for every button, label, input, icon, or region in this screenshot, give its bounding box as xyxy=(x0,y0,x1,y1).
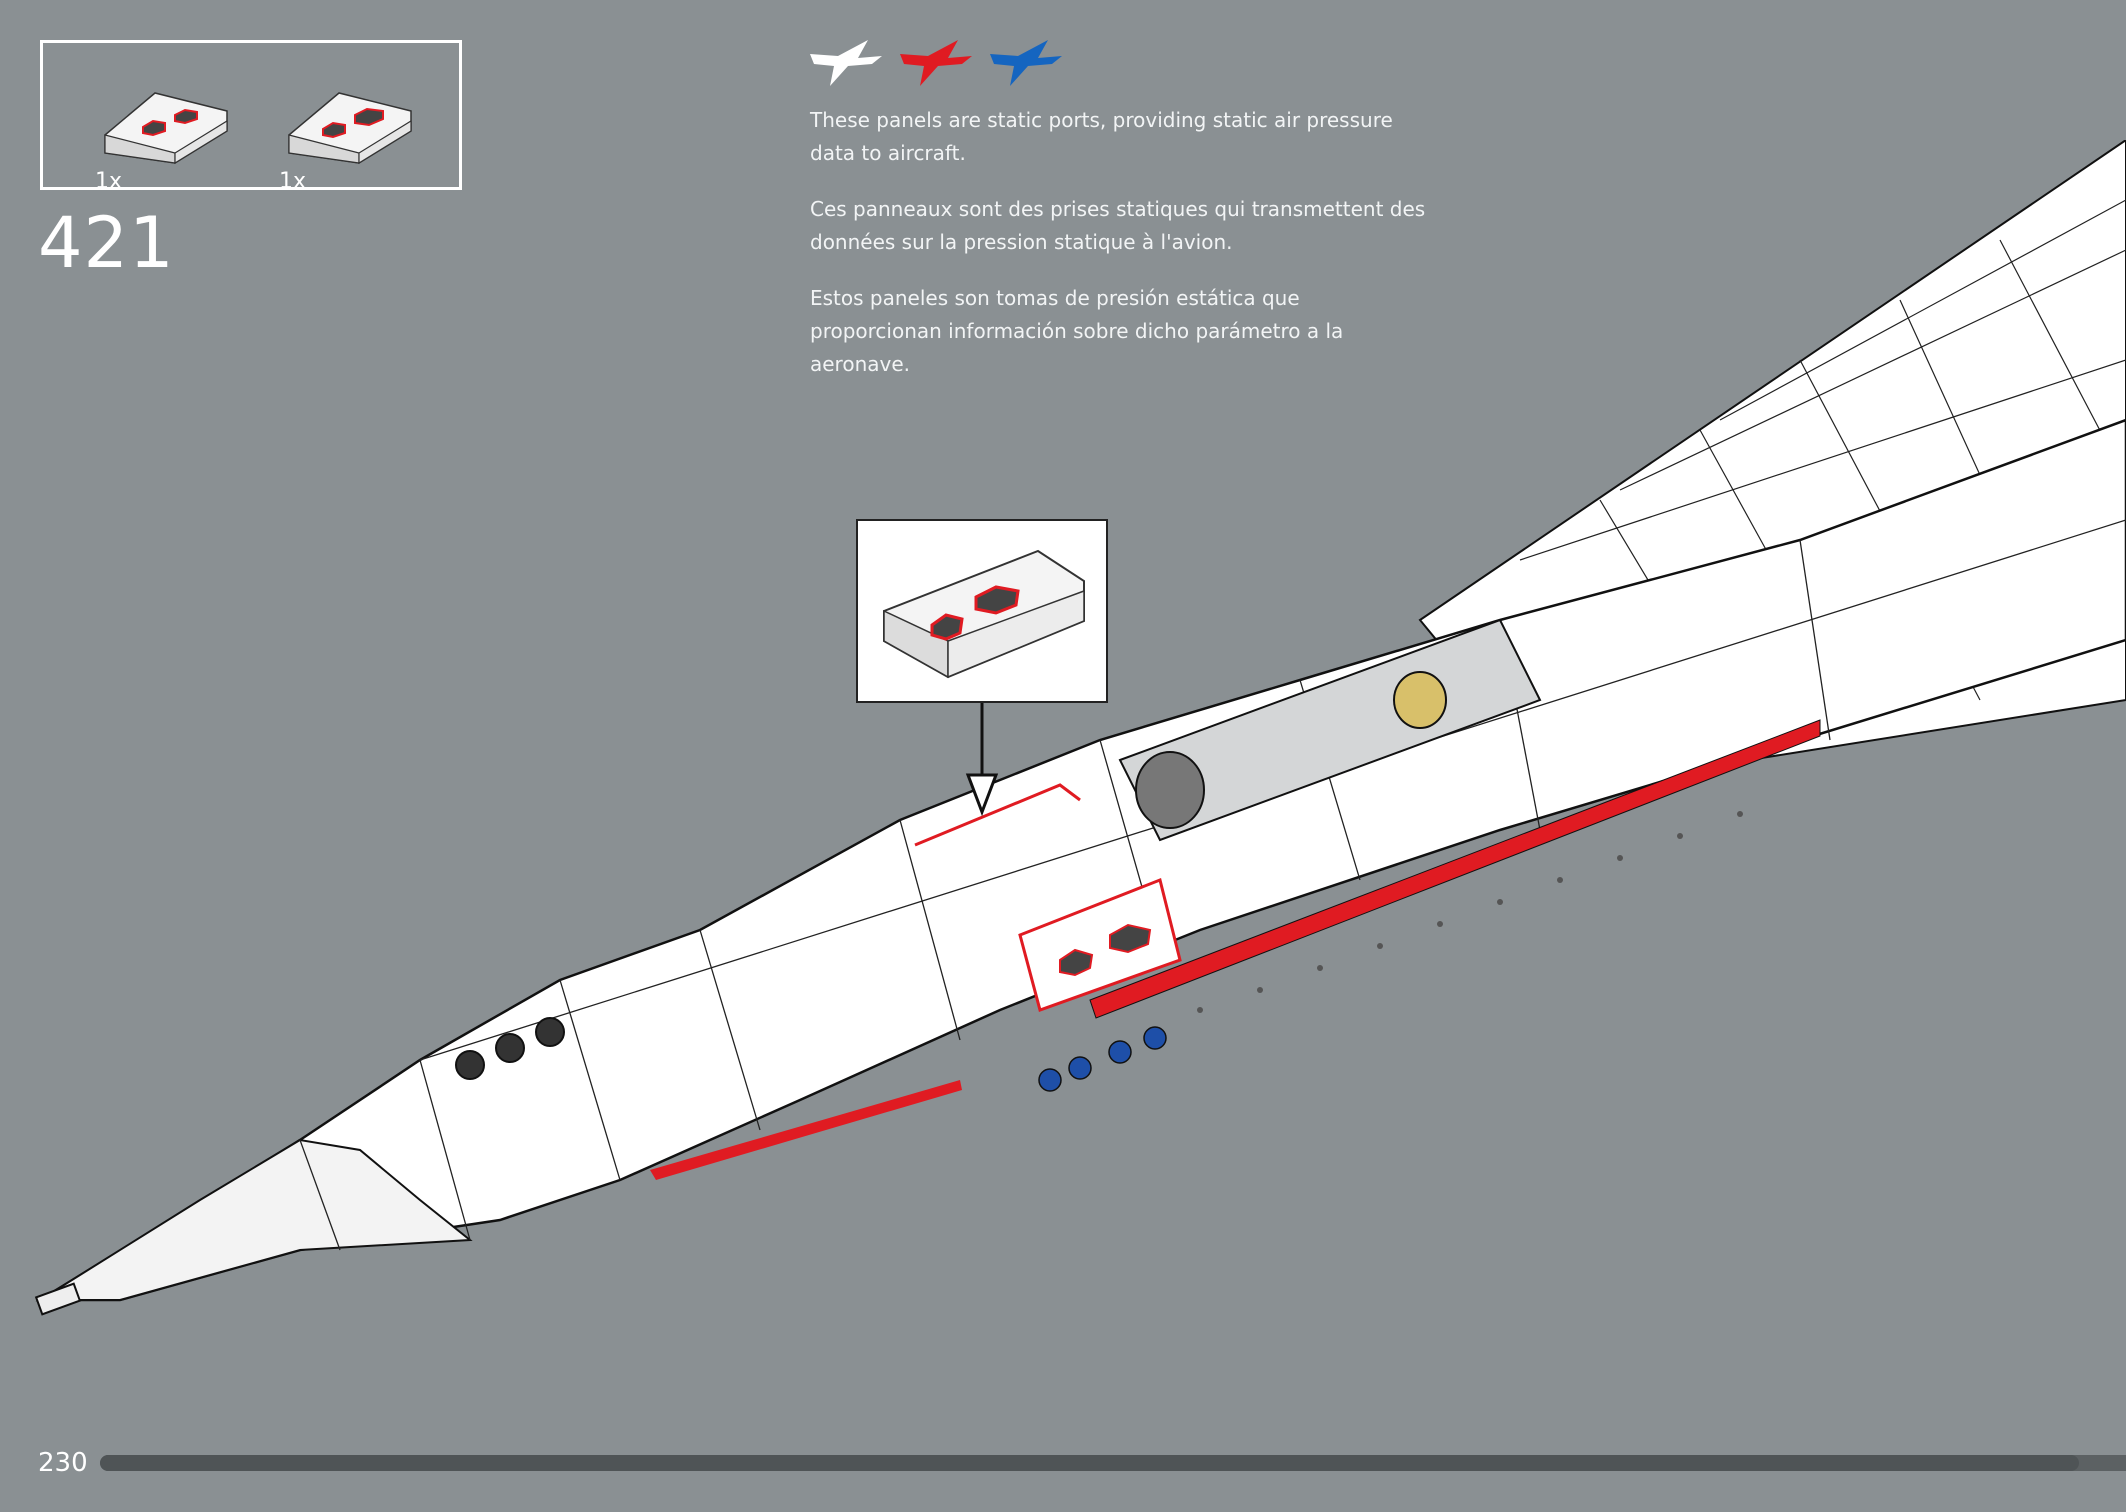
part-quantity: 1x xyxy=(95,169,123,194)
part-quantity: 1x xyxy=(279,169,307,194)
concorde-livery-icons xyxy=(810,40,1062,86)
part-slope-tile-2: 1x xyxy=(279,65,419,194)
progress-bar-fill xyxy=(100,1455,2079,1471)
concorde-white-icon xyxy=(810,40,882,86)
concorde-red-icon xyxy=(900,40,972,86)
callout-box xyxy=(856,519,1108,703)
progress-bar xyxy=(100,1455,2126,1471)
instruction-english: These panels are static ports, providing… xyxy=(810,108,1393,165)
instruction-french: Ces panneaux sont des prises statiques q… xyxy=(810,197,1426,254)
slope-tile-callout-icon xyxy=(883,549,1085,679)
slope-tile-icon xyxy=(288,92,412,165)
slope-tile-icon xyxy=(104,92,228,165)
parts-list-box: 1x 1x xyxy=(40,40,462,194)
step-number: 421 xyxy=(38,202,175,284)
page-number: 230 xyxy=(38,1448,88,1478)
concorde-blue-icon xyxy=(990,40,1062,86)
instruction-text: These panels are static ports, providing… xyxy=(810,104,1430,404)
blue-studs xyxy=(1038,1026,1167,1092)
concorde-model-illustration xyxy=(34,140,2126,1316)
instruction-spanish: Estos paneles son tomas de presión estát… xyxy=(810,286,1344,376)
part-slope-tile-1: 1x xyxy=(95,65,235,194)
